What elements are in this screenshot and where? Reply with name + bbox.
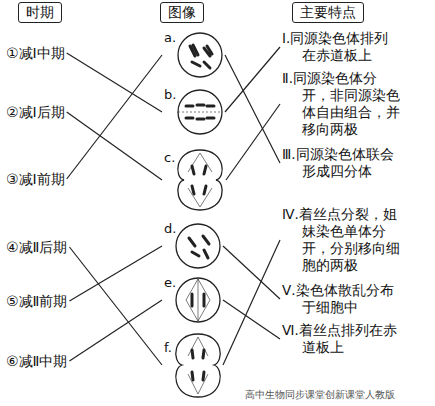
column-header: 图像 bbox=[160, 2, 204, 23]
node-text: ⑥减Ⅱ中期 bbox=[6, 352, 67, 370]
node-text: ⑤减Ⅱ前期 bbox=[6, 292, 67, 310]
matching-line bbox=[223, 246, 280, 299]
cell-image: e. bbox=[164, 275, 221, 325]
cell-image: c. bbox=[164, 150, 224, 210]
watermark: 高中生物同步课堂创新课堂人教版 bbox=[245, 388, 395, 402]
matching-line bbox=[67, 53, 162, 112]
cell-c bbox=[178, 150, 222, 210]
matching-line bbox=[67, 55, 162, 179]
node-text: Ⅲ.同源染色体联会形成四分体 bbox=[302, 146, 402, 180]
feature-text: Ⅴ.染色体散乱分布于细胞中 bbox=[282, 282, 402, 316]
node-text: 时期 bbox=[26, 4, 54, 21]
node-text: ③减Ⅰ前期 bbox=[6, 170, 65, 188]
feature-text: Ⅱ.同源染色体分开，非同源染色体自由组合，并移向两极 bbox=[282, 70, 402, 138]
node-text: a. bbox=[164, 30, 223, 45]
node-text: e. bbox=[164, 275, 221, 290]
node-text: Ⅵ.着丝点排列在赤道板上 bbox=[302, 322, 402, 356]
feature-text: Ⅵ.着丝点排列在赤道板上 bbox=[282, 322, 402, 356]
node-text: Ⅰ.同源染色体排列在赤道板上 bbox=[302, 30, 402, 64]
cell-f bbox=[176, 334, 220, 397]
node-text: ①减Ⅰ中期 bbox=[6, 44, 65, 62]
matching-line bbox=[225, 47, 280, 112]
cell-d bbox=[176, 224, 220, 268]
cell-image: d. bbox=[164, 221, 221, 271]
node-text: 主要特点 bbox=[300, 4, 356, 21]
matching-line bbox=[69, 246, 162, 301]
period-label: ⑥减Ⅱ中期 bbox=[6, 352, 67, 370]
cell-image: a. bbox=[164, 30, 223, 80]
matching-line bbox=[69, 300, 162, 361]
matching-line bbox=[67, 112, 162, 180]
period-label: ①减Ⅰ中期 bbox=[6, 44, 65, 62]
column-header: 主要特点 bbox=[292, 2, 364, 23]
node-text: d. bbox=[164, 221, 221, 236]
period-label: ④减Ⅱ后期 bbox=[6, 238, 67, 256]
matching-line bbox=[223, 240, 280, 365]
node-text: c. bbox=[164, 150, 224, 165]
column-header: 时期 bbox=[18, 2, 62, 23]
feature-text: Ⅳ.着丝点分裂，姐妹染色单体分开，分别移向细胞的两极 bbox=[282, 206, 402, 274]
cell-a bbox=[178, 33, 222, 77]
period-label: ③减Ⅰ前期 bbox=[6, 170, 65, 188]
feature-text: Ⅰ.同源染色体排列在赤道板上 bbox=[282, 30, 402, 64]
node-text: f. bbox=[164, 340, 221, 355]
node-text: b. bbox=[164, 87, 223, 102]
node-text: 图像 bbox=[168, 4, 196, 21]
node-text: Ⅳ.着丝点分裂，姐妹染色单体分开，分别移向细胞的两极 bbox=[302, 206, 402, 274]
feature-text: Ⅲ.同源染色体联会形成四分体 bbox=[282, 146, 402, 180]
node-text: Ⅴ.染色体散乱分布于细胞中 bbox=[302, 282, 402, 316]
period-label: ⑤减Ⅱ前期 bbox=[6, 292, 67, 310]
cell-b bbox=[178, 90, 222, 134]
node-text: Ⅱ.同源染色体分开，非同源染色体自由组合，并移向两极 bbox=[302, 70, 402, 138]
matching-line bbox=[225, 55, 280, 163]
period-label: ②减Ⅰ后期 bbox=[6, 103, 65, 121]
matching-line bbox=[69, 247, 162, 365]
matching-line bbox=[223, 300, 280, 339]
matching-line bbox=[226, 104, 280, 180]
cell-e bbox=[176, 278, 220, 322]
node-text: ②减Ⅰ后期 bbox=[6, 103, 65, 121]
node-text: ④减Ⅱ后期 bbox=[6, 238, 67, 256]
cell-image: f. bbox=[164, 340, 221, 390]
cell-image: b. bbox=[164, 87, 223, 137]
